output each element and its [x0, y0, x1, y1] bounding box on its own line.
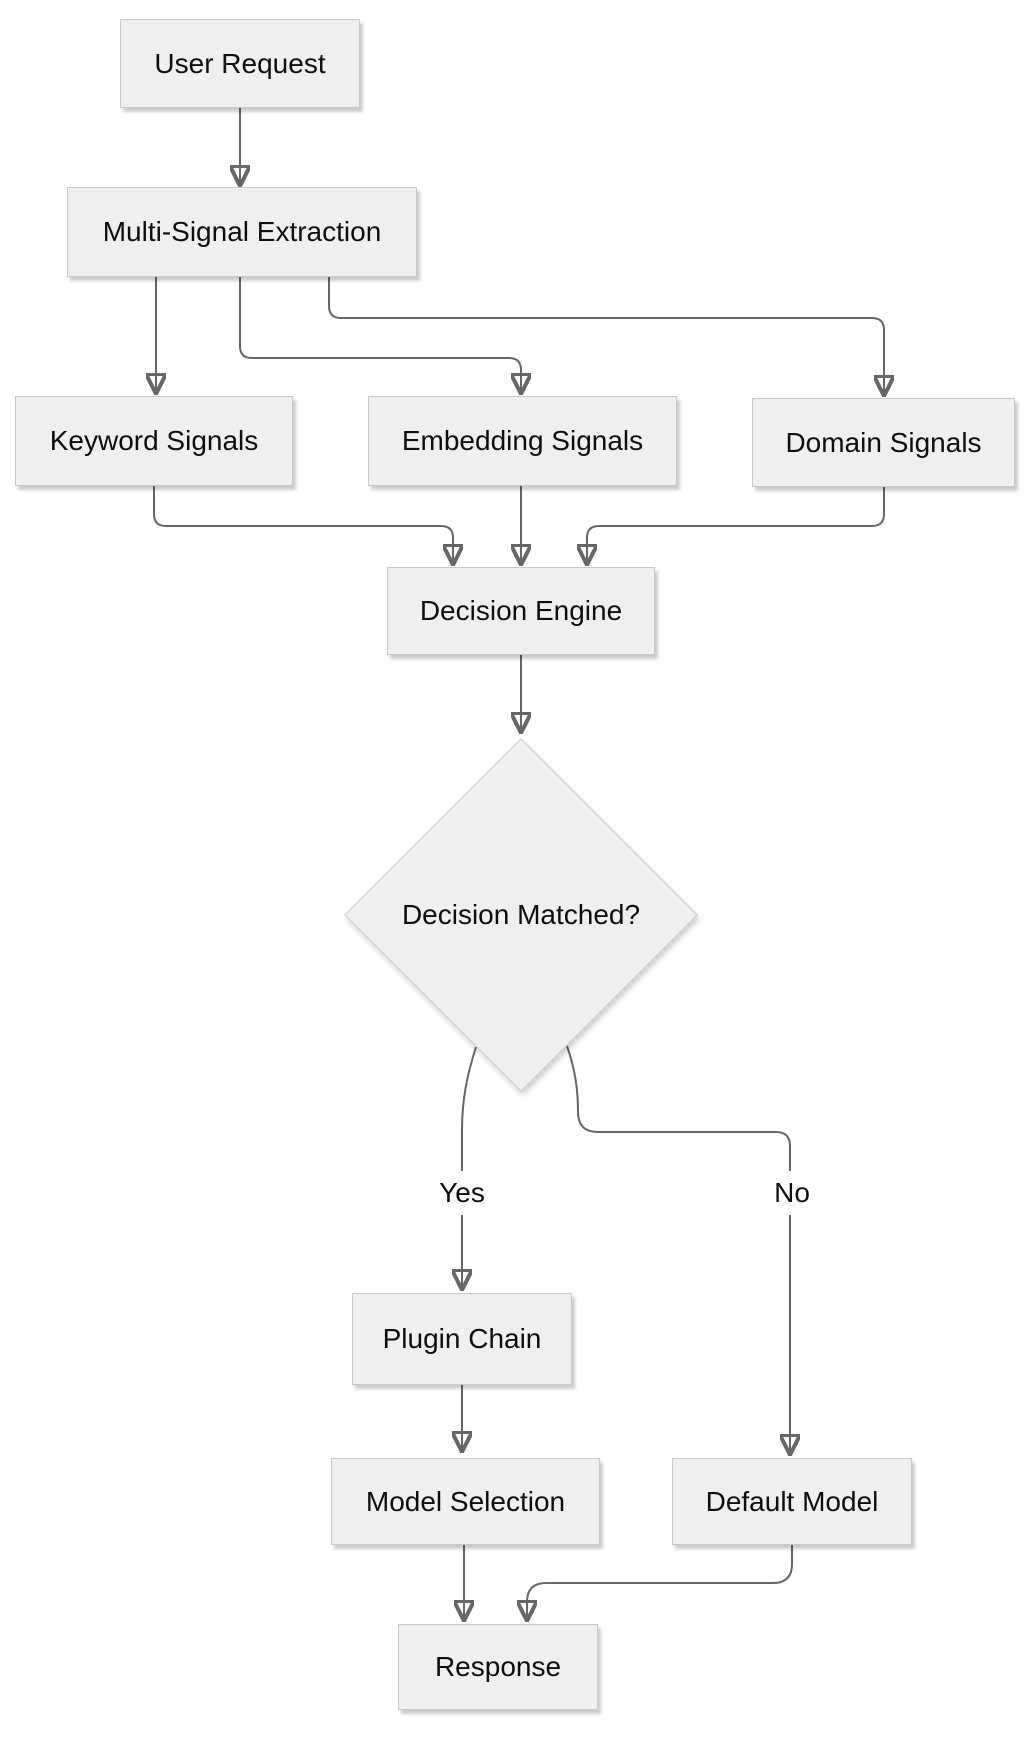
- node-domain-signals-label: Domain Signals: [785, 426, 982, 458]
- node-response: Response: [398, 1624, 598, 1710]
- node-model-selection: Model Selection: [331, 1458, 600, 1545]
- node-default-model-label: Default Model: [705, 1485, 879, 1517]
- node-embedding-signals: Embedding Signals: [368, 396, 677, 486]
- edge-label-yes: Yes: [417, 1171, 507, 1215]
- node-decision-engine-label: Decision Engine: [419, 595, 623, 626]
- node-multi-signal-extraction: Multi-Signal Extraction: [67, 187, 417, 277]
- node-embedding-signals-label: Embedding Signals: [401, 425, 644, 456]
- edge-multi-signal-extraction-to-embedding-signals: [239, 277, 521, 392]
- node-decision-matched-label: Decision Matched?: [401, 899, 641, 930]
- node-multi-signal-extraction-label: Multi-Signal Extraction: [102, 216, 382, 247]
- node-keyword-signals: Keyword Signals: [15, 396, 293, 486]
- node-plugin-chain-label: Plugin Chain: [382, 1323, 542, 1354]
- edge-default-model-to-response: [527, 1545, 793, 1619]
- node-user-request: User Request: [120, 19, 360, 108]
- node-model-selection-label: Model Selection: [365, 1485, 566, 1517]
- edge-domain-signals-to-decision-engine: [587, 487, 885, 563]
- edge-decision-matched-yes-to-plugin-chain: [462, 1046, 477, 1288]
- edge-keyword-signals-to-decision-engine: [153, 486, 453, 563]
- edge-multi-signal-extraction-to-domain-signals: [328, 277, 884, 394]
- node-response-label: Response: [434, 1651, 562, 1682]
- edge-label-no: No: [757, 1171, 827, 1215]
- node-decision-engine: Decision Engine: [387, 567, 655, 655]
- node-keyword-signals-label: Keyword Signals: [49, 425, 259, 456]
- node-domain-signals: Domain Signals: [752, 398, 1015, 487]
- edge-decision-matched-no-to-default-model: [566, 1045, 790, 1453]
- node-user-request-label: User Request: [154, 47, 326, 79]
- node-plugin-chain: Plugin Chain: [352, 1293, 572, 1385]
- node-default-model: Default Model: [672, 1458, 912, 1545]
